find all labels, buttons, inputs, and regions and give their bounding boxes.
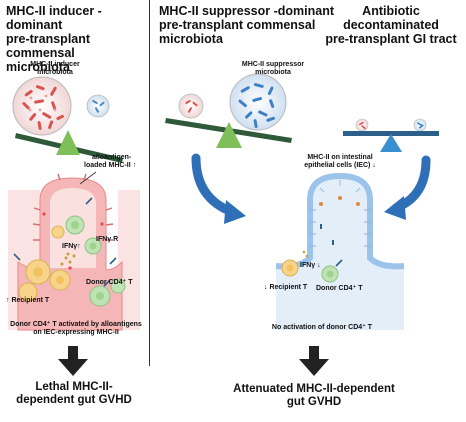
alloantigen-label-line1: alloantigen- [92, 154, 132, 161]
decontaminated-microbiota [355, 118, 427, 132]
left-caption: Donor CD4⁺ T activated by alloantigens o… [6, 321, 146, 337]
inducer-microbiota-label: MHC-II inducer microbiota [10, 61, 100, 77]
inducer-label-line2: microbiota [37, 69, 73, 76]
curved-arrow-middle [191, 153, 246, 224]
healthy-villus [275, 172, 405, 330]
alloantigen-pointer [79, 171, 97, 185]
donor-t-label-left: Donor CD4⁺ T [86, 279, 133, 286]
ifng-up-label: IFNγ↑ [62, 243, 81, 250]
header-middle-line2: pre-transplant commensal [159, 18, 316, 32]
suppressor-label-line2: microbiota [255, 69, 291, 76]
header-right-line2: pre-transplant GI tract [325, 32, 457, 46]
header-left-line2: pre-transplant commensal [6, 32, 91, 60]
suppressor-label-line1: MHC-II suppressor [241, 61, 305, 68]
minor-microbiota-circle-right [178, 93, 204, 119]
suppressor-microbiota-label: MHC-II suppressor microbiota [228, 61, 318, 77]
suppressor-microbiota-circle [229, 73, 287, 131]
seesaw-middle [165, 118, 292, 148]
seesaw-right [343, 131, 439, 152]
ifngr-label: IFNγ R [96, 236, 119, 243]
iec-label-line1: MHC-II on intestinal [307, 154, 373, 161]
recipient-t-label-left: ↑ Recipient T [6, 297, 50, 304]
header-right: Antibiotic decontaminated pre-transplant… [318, 4, 464, 46]
left-caption-line2: on IEC-expressing MHC-II [33, 329, 119, 336]
alloantigen-label-line2: loaded MHC-II ↑ [84, 162, 137, 169]
column-divider [149, 0, 150, 366]
left-outcome: Lethal MHC-II- dependent gut GVHD [4, 381, 144, 407]
inducer-label-line1: MHC-II inducer [30, 61, 80, 68]
right-outcome: Attenuated MHC-II-dependent gut GVHD [232, 383, 396, 409]
iec-label: MHC-II on intestinal epithelial cells (I… [290, 154, 390, 170]
right-outcome-line1: Attenuated MHC-II-dependent [233, 383, 395, 395]
left-outcome-line2: dependent gut GVHD [16, 394, 132, 406]
header-right-line1: Antibiotic decontaminated [343, 4, 439, 32]
header-left: MHC-II inducer -dominant pre-transplant … [6, 4, 148, 74]
header-middle-line1: MHC-II suppressor -dominant [159, 4, 335, 18]
left-caption-line1: Donor CD4⁺ T activated by alloantigens [10, 321, 142, 328]
header-middle: MHC-II suppressor -dominant pre-transpla… [159, 4, 337, 46]
curved-arrow-right [384, 155, 431, 220]
header-left-line3: microbiota [6, 60, 70, 74]
donor-t-label-right: Donor CD4⁺ T [316, 285, 363, 292]
header-left-line1: MHC-II inducer -dominant [6, 4, 102, 32]
header-middle-line3: microbiota [159, 32, 223, 46]
right-outcome-line2: gut GVHD [286, 396, 342, 408]
ifng-down-label: IFNγ ↓ [300, 262, 321, 269]
right-tissue-cells [281, 250, 343, 283]
right-caption: No activation of donor CD4⁺ T [271, 324, 373, 331]
alloantigen-label: alloantigen- loaded MHC-II ↑ [84, 154, 150, 170]
inflamed-villus [8, 173, 140, 331]
left-tissue-cells [13, 197, 126, 307]
recipient-t-label-right: ↓ Recipient T [264, 284, 308, 291]
right-outcome-arrow [299, 346, 329, 376]
inducer-microbiota-circle [12, 76, 72, 136]
iec-label-line2: epithelial cells (IEC) ↓ [304, 162, 376, 169]
left-outcome-line1: Lethal MHC-II- [35, 381, 113, 393]
minor-microbiota-circle-left [86, 94, 110, 118]
left-outcome-arrow [58, 346, 88, 376]
seesaw-left [15, 130, 123, 163]
